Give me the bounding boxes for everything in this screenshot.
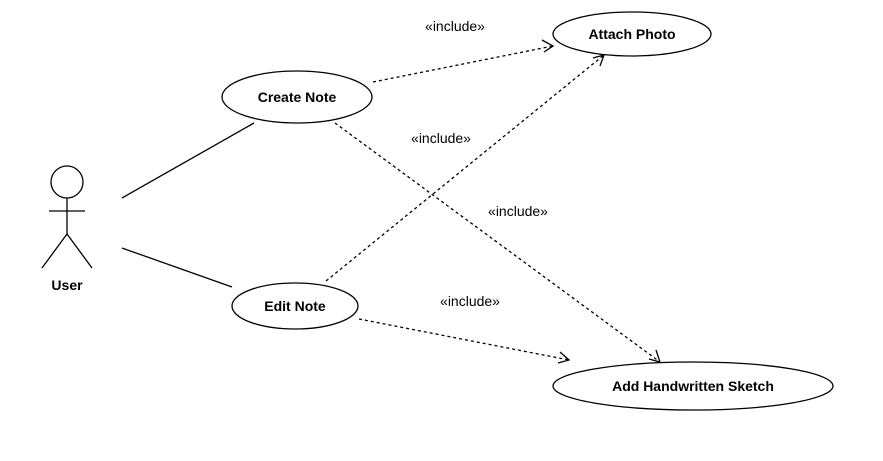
arrowhead-edit-sketch <box>557 351 571 364</box>
stereotype-create-sketch: «include» <box>488 203 548 219</box>
association-user-create-note <box>121 122 255 199</box>
arrowhead-create-sketch <box>648 349 662 363</box>
stereotype-create-attach: «include» <box>425 18 485 34</box>
stereotype-edit-attach: «include» <box>411 130 471 146</box>
include-edit-sketch <box>358 318 570 361</box>
usecase-add-sketch-shape <box>552 361 834 411</box>
actor-head <box>50 165 84 199</box>
stereotype-edit-sketch: «include» <box>440 293 500 309</box>
actor-user[interactable]: User <box>41 165 93 293</box>
usecase-create-note-label: Create Note <box>258 89 337 105</box>
include-create-sketch <box>334 122 661 363</box>
actor-right-leg <box>66 233 93 269</box>
usecase-edit-note-label: Edit Note <box>264 298 326 314</box>
usecase-edit-note[interactable]: Edit Note <box>231 282 359 330</box>
actor-label: User <box>51 277 83 293</box>
include-create-attach <box>372 45 554 83</box>
usecase-attach-photo-label: Attach Photo <box>588 26 675 42</box>
usecase-create-note[interactable]: Create Note <box>221 70 373 124</box>
usecase-add-handwritten-sketch[interactable]: Add Handwritten Sketch <box>552 361 834 411</box>
association-user-edit-note <box>121 247 233 288</box>
actor-left-leg <box>41 233 68 269</box>
arrowhead-create-attach <box>541 39 555 53</box>
usecase-attach-photo[interactable]: Attach Photo <box>552 11 712 57</box>
usecase-attach-photo-shape <box>552 11 712 57</box>
usecase-add-sketch-label: Add Handwritten Sketch <box>612 378 774 394</box>
usecase-create-note-shape <box>221 70 373 124</box>
usecase-edit-note-shape <box>231 282 359 330</box>
